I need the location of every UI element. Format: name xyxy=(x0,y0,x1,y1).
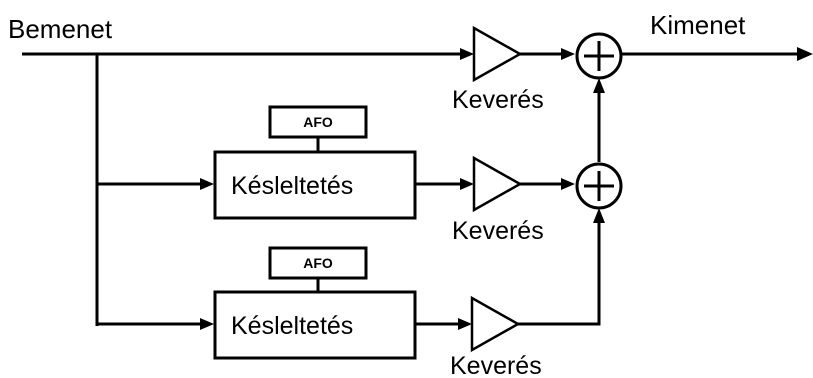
arrow-to-sum-2 xyxy=(561,178,575,190)
lfo-2-label: AFO xyxy=(303,255,333,271)
output-label: Kimenet xyxy=(650,10,746,40)
sum-node-1 xyxy=(575,32,623,80)
input-label: Bemenet xyxy=(8,14,113,44)
delay-box-2 xyxy=(213,290,417,360)
arrow-to-mixer-3 xyxy=(458,318,472,330)
mixer-1-label: Keverés xyxy=(452,86,544,114)
arrow-to-delay-2 xyxy=(200,318,214,330)
mixer-2-triangle xyxy=(472,155,523,213)
lfo-1-label: AFO xyxy=(303,114,333,130)
arrow-to-mixer-2 xyxy=(460,178,474,190)
arrow-to-sum-2-bottom xyxy=(593,208,605,223)
arrow-to-delay-1 xyxy=(200,178,214,190)
mixer-1-triangle xyxy=(472,25,523,83)
mixer-3-label: Keverés xyxy=(450,352,542,378)
delay-box-1 xyxy=(213,150,417,220)
delay-2-label: Késleltetés xyxy=(231,312,353,340)
arrow-to-sum-1 xyxy=(561,48,575,60)
delay-1-label: Késleltetés xyxy=(231,172,353,200)
sum-node-2 xyxy=(575,162,623,210)
output-arrow xyxy=(797,47,813,61)
arrow-to-sum-1-bottom xyxy=(593,78,605,93)
mixer-2-label: Keverés xyxy=(452,217,544,245)
mixer-3-out-line xyxy=(518,222,601,326)
lfo-box-1 xyxy=(268,105,368,139)
mixer-3-triangle xyxy=(470,295,521,353)
arrow-to-mixer-1 xyxy=(460,48,474,60)
